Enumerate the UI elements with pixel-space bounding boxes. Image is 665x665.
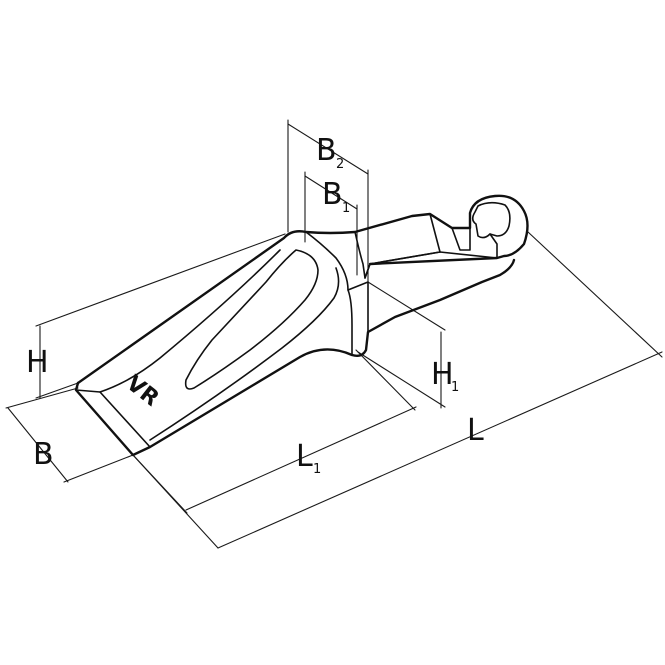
h-extension-bottom <box>35 382 79 399</box>
label-b: B <box>33 437 54 472</box>
tooth-shank-edge <box>354 231 371 279</box>
tooth-center-groove <box>184 249 319 390</box>
tooth-groove-line-lower <box>149 267 340 441</box>
retainer-slot <box>451 227 471 251</box>
dimension-labels: B 2 B 1 H H 1 B L 1 L <box>26 133 484 477</box>
svg-text:H: H <box>431 357 454 392</box>
tooth-bottom-edge <box>74 258 516 457</box>
svg-text:1: 1 <box>342 201 350 216</box>
svg-text:H: H <box>26 345 49 380</box>
tooth-outline <box>74 194 529 457</box>
label-b2: B 2 <box>316 133 344 172</box>
h1-extension-bottom <box>357 351 446 408</box>
label-b1: B 1 <box>322 177 350 216</box>
l-dimension-line <box>217 351 663 549</box>
l1-extension-right <box>355 349 416 411</box>
svg-text:2: 2 <box>336 157 344 172</box>
tooth-tip-face <box>75 389 151 448</box>
svg-text:1: 1 <box>451 380 459 395</box>
b1-dimension-line <box>304 175 358 210</box>
tooth-shank-bottom <box>364 251 498 279</box>
b-extension-right <box>63 454 134 483</box>
h-extension-top <box>35 233 286 327</box>
vr-logo: VR <box>121 371 163 412</box>
svg-text:B: B <box>322 177 343 212</box>
svg-text:L: L <box>296 439 313 474</box>
b-extension-left <box>5 387 79 409</box>
svg-text:L: L <box>467 413 484 448</box>
svg-text:1: 1 <box>313 462 321 477</box>
l1-dimension-line <box>185 406 417 511</box>
svg-text:B: B <box>33 437 54 472</box>
tooth-shoulder <box>305 231 349 291</box>
tooth-shank-side <box>369 213 441 265</box>
retainer-slot-inner <box>489 233 498 259</box>
svg-text:B: B <box>316 133 337 168</box>
label-h1: H 1 <box>431 357 459 395</box>
h1-extension-top <box>367 281 446 331</box>
label-l1: L 1 <box>296 439 321 477</box>
retainer-hook <box>471 201 511 239</box>
b-dimension-line <box>7 407 69 483</box>
tooth-groove-line-upper <box>99 249 281 393</box>
dimension-lines <box>5 119 663 549</box>
l-extension-left <box>132 454 219 549</box>
label-l: L <box>467 413 484 448</box>
tooth-side-step <box>347 281 369 356</box>
b2-dimension-line <box>287 123 369 175</box>
label-h: H <box>26 345 49 380</box>
l-extension-right <box>527 231 663 358</box>
